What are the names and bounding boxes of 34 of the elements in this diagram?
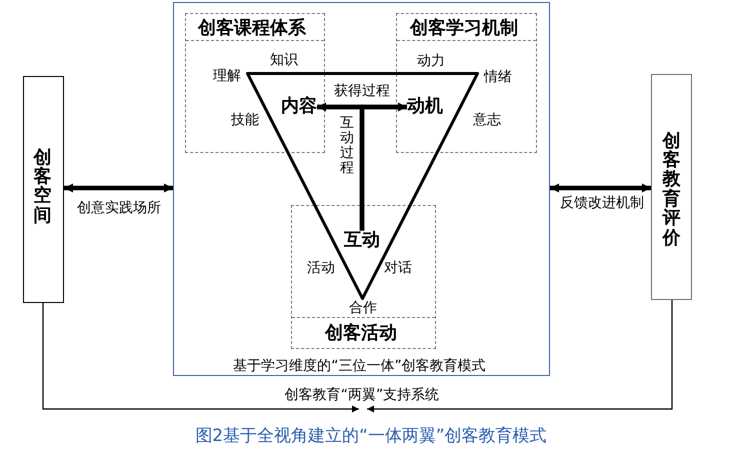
- edge-label: 创客教育“两翼”支持系统: [284, 386, 440, 404]
- bold-term: 动机: [407, 96, 443, 118]
- term-label: 活动: [307, 260, 335, 276]
- term-label: 动力: [417, 52, 445, 70]
- arrow: [550, 184, 651, 192]
- term-label: 理解: [213, 68, 241, 84]
- vertical-title: 创客空间: [34, 148, 52, 226]
- edge-label: 反馈改进机制: [559, 194, 645, 212]
- panel-heading: 创客活动: [325, 324, 397, 344]
- edge-label: 互动过程: [339, 116, 355, 176]
- figure-caption: 图2基于全视角建立的“一体两翼”创客教育模式: [195, 427, 547, 447]
- edge-label: 创意实践场所: [76, 200, 162, 216]
- vertical-title: 创客教育评价: [662, 131, 680, 248]
- bold-term: 互动: [344, 230, 380, 252]
- term-label: 知识: [270, 52, 298, 68]
- term-label: 对话: [384, 260, 412, 276]
- term-label: 情绪: [484, 68, 512, 86]
- frame-caption: 基于学习维度的“三位一体”创客教育模式: [233, 357, 486, 374]
- panel-heading: 创客课程体系: [198, 18, 306, 40]
- arrow: [42, 303, 359, 412]
- arrow: [367, 300, 673, 412]
- edge-label: 获得过程: [333, 82, 391, 100]
- dashed-panel: [290, 204, 436, 348]
- panel-heading: 创客学习机制: [410, 18, 518, 40]
- connector-line: [360, 104, 407, 231]
- term-label: 合作: [349, 300, 377, 316]
- dashed-panel: [184, 12, 324, 152]
- side-panel: [651, 74, 692, 300]
- term-label: 意志: [473, 112, 501, 128]
- arrow: [64, 184, 173, 192]
- side-panel: [23, 76, 64, 303]
- dashed-panel: [396, 12, 536, 152]
- term-label: 技能: [231, 112, 259, 128]
- bold-term: 内容: [281, 96, 317, 118]
